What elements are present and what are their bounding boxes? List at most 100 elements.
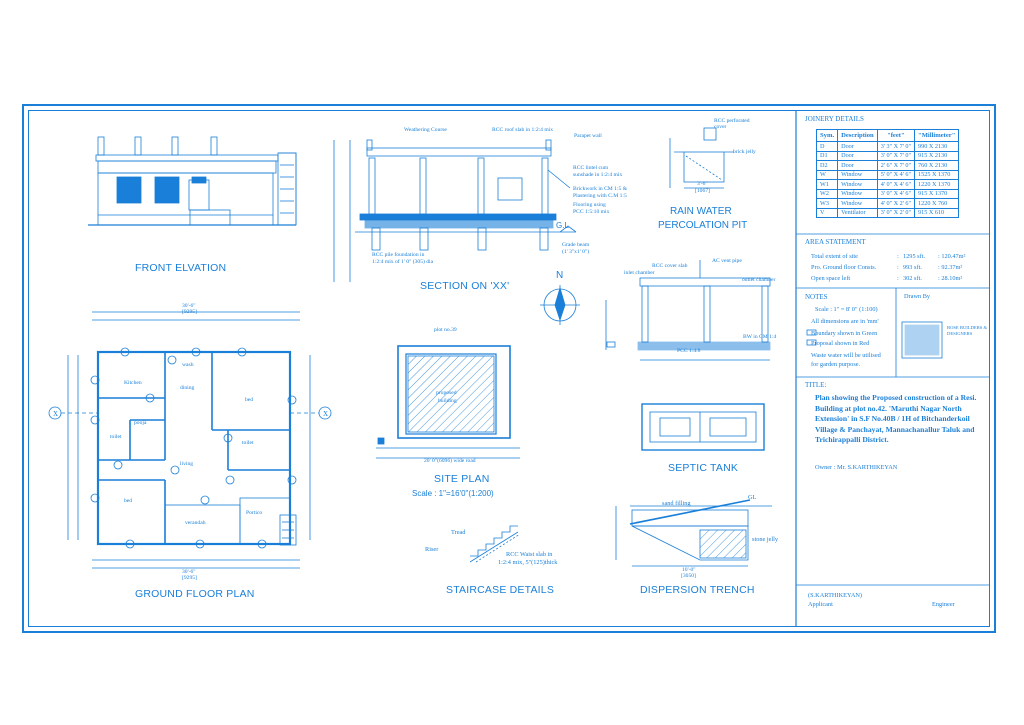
septic-pcc: PCC 1:4:8 bbox=[677, 348, 701, 354]
site-road: 20' 0"(6096) wide road bbox=[424, 458, 476, 464]
joinery-cell: Door bbox=[837, 150, 878, 161]
note-lintel: RCC lintel cum bbox=[573, 165, 609, 171]
stair-rcc: RCC Waist slab in bbox=[506, 551, 553, 558]
joinery-cell: Door bbox=[837, 160, 878, 171]
room-wash: wash bbox=[182, 362, 194, 368]
logo-text-2: DESIGNERS bbox=[947, 331, 973, 336]
joinery-header-row: Sym. Description "feet" "Millimeter" bbox=[815, 129, 960, 142]
joinery-cell: 3' 0" X 4' 6" bbox=[876, 188, 916, 199]
title-label: TITLE: bbox=[805, 381, 827, 389]
joinery-cell: V bbox=[815, 207, 839, 218]
joinery-cell: W2 bbox=[815, 188, 839, 199]
stair-rcc-2: 1:2:4 mix, 5"(125)thick bbox=[498, 559, 558, 566]
septic-outlet: outlet chamber bbox=[742, 277, 776, 283]
area-label: Pro. Ground floor Consts. bbox=[811, 264, 877, 271]
plan-top-dim: 30'-6" bbox=[182, 303, 196, 309]
note-brick: Brickwork in CM 1:5 & bbox=[573, 186, 628, 192]
joinery-cell: D1 bbox=[815, 150, 839, 161]
note-grade: Grade beam bbox=[562, 242, 590, 248]
site-plan-title: SITE PLAN bbox=[434, 473, 490, 485]
room-portico: Portico bbox=[246, 510, 263, 516]
staircase-title: STAIRCASE DETAILS bbox=[446, 584, 555, 596]
north-arrow bbox=[540, 285, 580, 325]
note-pile-2: 1:2:4 mix of 1' 0" (305) dia bbox=[372, 259, 434, 265]
joinery-cell: 760 X 2130 bbox=[914, 160, 960, 171]
room-toilet-2: toilet bbox=[242, 440, 254, 446]
area-m2: : 120.47m² bbox=[938, 253, 966, 260]
note-weathering: Weathering Course bbox=[404, 127, 447, 133]
joinery-cell: 990 X 2130 bbox=[914, 141, 960, 152]
staircase-details bbox=[469, 525, 521, 563]
note-sunshade: sunshade in 1:2:4 mix bbox=[573, 172, 623, 178]
section-marker-left: X bbox=[53, 410, 59, 418]
section-title: SECTION ON 'XX' bbox=[420, 280, 510, 292]
room-toilet-1: toilet bbox=[110, 434, 122, 440]
trench-dim: 10'-0" bbox=[682, 567, 696, 573]
stair-riser: Riser bbox=[425, 546, 439, 553]
section-xx bbox=[333, 139, 577, 282]
notes-waste: Waste water will be utilised bbox=[811, 352, 881, 359]
front-elevation bbox=[88, 136, 297, 226]
septic-bw: BW in CM 1:4 bbox=[743, 334, 777, 340]
notes-waste-2: for garden purpose. bbox=[811, 361, 861, 368]
area-m2: : 28.10m² bbox=[938, 275, 963, 282]
joinery-title: JOINERY DETAILS bbox=[805, 115, 864, 123]
trench-sand: sand filling bbox=[662, 500, 691, 507]
joinery-cell: 1525 X 1370 bbox=[914, 169, 960, 180]
room-bed-2: bed bbox=[124, 498, 133, 504]
note-floor: Flooring using bbox=[573, 202, 606, 208]
plan-bottom-dim: 30'-6" bbox=[182, 569, 196, 575]
joinery-cell: 915 X 610 bbox=[914, 207, 960, 218]
applicant-label: Applicant bbox=[808, 601, 833, 608]
area-sft: 1295 sft. bbox=[903, 253, 926, 260]
title-text: Plan showing the Proposed construction o… bbox=[815, 393, 977, 444]
area-label: Total extent of site bbox=[811, 253, 858, 260]
pit-size-mm: [1067] bbox=[695, 188, 710, 194]
front-elevation-title: FRONT ELVATION bbox=[135, 262, 227, 274]
rain-water-percolation-pit bbox=[669, 127, 734, 189]
septic-inlet: inlet chamber bbox=[624, 270, 655, 276]
area-sep: : bbox=[897, 275, 899, 282]
section-marker-right: X bbox=[323, 410, 329, 418]
area-label: Open space left bbox=[811, 275, 851, 282]
septic-cover: RCC cover slab bbox=[652, 263, 688, 269]
joinery-header-cell: "Millimeter" bbox=[914, 129, 960, 142]
ground-floor-plan bbox=[48, 311, 332, 569]
trench-dim-mm: [3050] bbox=[681, 573, 696, 579]
trench-stone: stone jelly bbox=[752, 536, 779, 543]
joinery-cell: Window bbox=[837, 169, 878, 180]
pit-brick: brick jelly bbox=[733, 149, 756, 155]
drawing-inner-border bbox=[28, 110, 990, 627]
septic-tank-section bbox=[605, 260, 771, 361]
joinery-cell: 1220 X 1370 bbox=[914, 179, 960, 190]
room-kitchen: Kitchen bbox=[124, 380, 142, 386]
room-living: living bbox=[180, 461, 194, 467]
note-roof: RCC roof slab in 1:2:4 mix bbox=[492, 127, 554, 133]
note-pcc: PCC 1:5:10 mix bbox=[573, 209, 610, 215]
joinery-cell: Ventilator bbox=[837, 207, 878, 218]
notes-dims: All dimensions are in 'mm' bbox=[811, 318, 879, 325]
joinery-cell: 915 X 1370 bbox=[914, 188, 960, 199]
room-dining: dining bbox=[180, 385, 195, 391]
joinery-cell: 3' 0" X 7' 0" bbox=[876, 150, 916, 161]
note-plaster: Plastering with C.M 1:5 bbox=[573, 193, 627, 199]
engineer-label: Engineer bbox=[932, 601, 955, 608]
plan-top-dim-mm: [9295] bbox=[182, 309, 197, 315]
ground-floor-plan-title: GROUND FLOOR PLAN bbox=[135, 588, 255, 600]
dispersion-trench bbox=[615, 499, 772, 567]
joinery-cell: D2 bbox=[815, 160, 839, 171]
notes-red: Proposal shown in Red bbox=[811, 340, 870, 347]
drawn-by: Drawn By bbox=[904, 293, 931, 300]
joinery-cell: 3' 3" X 7' 0" bbox=[876, 141, 916, 152]
area-sep: : bbox=[897, 253, 899, 260]
pit-size: 3'-6" bbox=[697, 181, 708, 187]
joinery-cell: 915 X 2130 bbox=[914, 150, 960, 161]
logo-text-1: BOSE BUILDERS & bbox=[947, 325, 988, 330]
note-pile: RCC pile foundation in bbox=[372, 252, 425, 258]
room-pooja: pooja bbox=[134, 420, 147, 426]
